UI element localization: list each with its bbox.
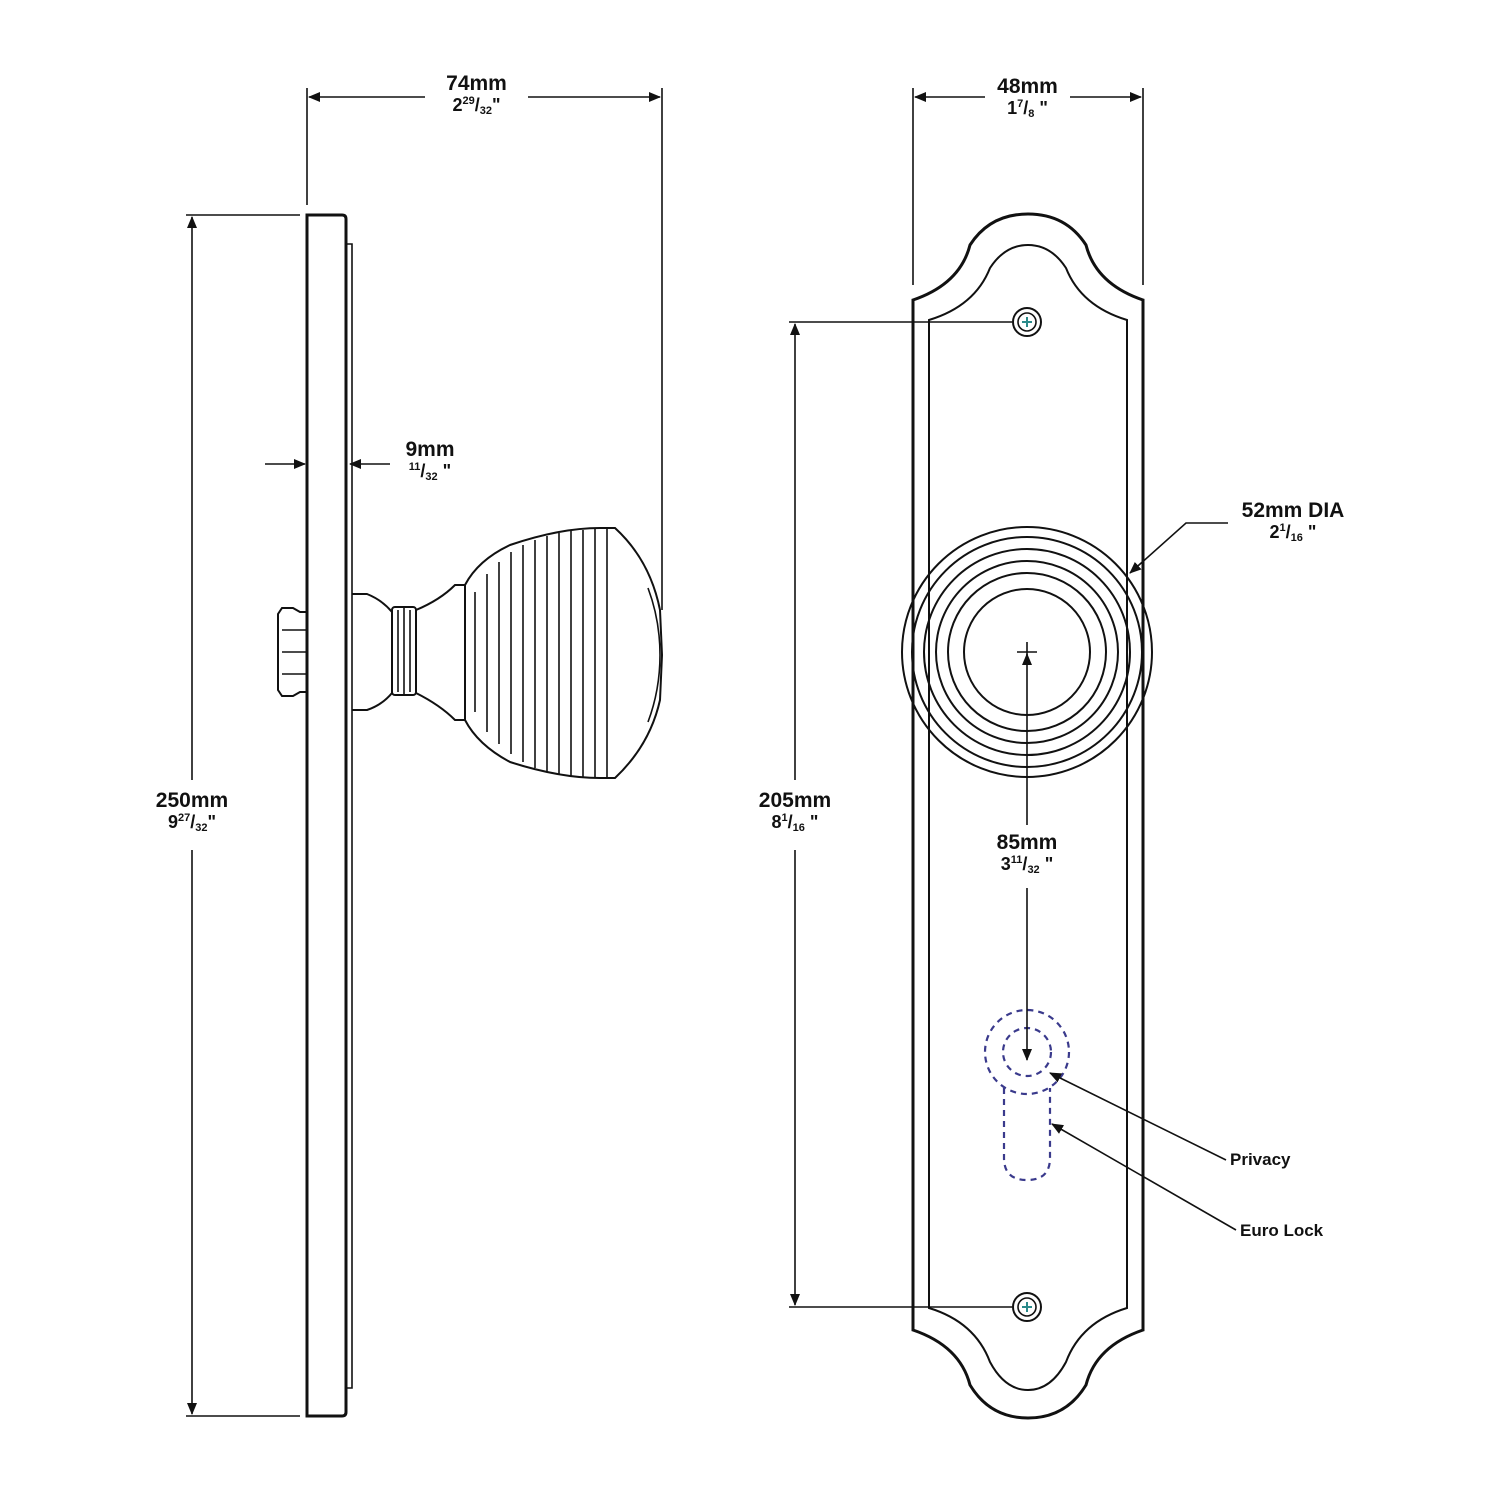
plate-width-inches: 17/8 " <box>1007 98 1048 121</box>
side-view <box>186 88 664 1418</box>
knob-diameter-mm: 52mm DIA <box>1241 499 1345 522</box>
knob-grooves <box>474 529 661 778</box>
overall-height-label: 250mm 927/32" <box>140 789 244 834</box>
beehive-knob <box>464 527 664 779</box>
leader-privacy <box>1049 1072 1227 1161</box>
plate-width-label: 48mm 17/8 " <box>985 75 1070 120</box>
overall-height-inches: 927/32" <box>167 812 217 835</box>
backset-label: 85mm 311/32 " <box>980 831 1074 877</box>
leader-euro-lock <box>1051 1123 1237 1231</box>
screw-centers-label: 205mm 81/16 " <box>745 789 845 834</box>
leader-knob-diameter <box>1129 522 1228 574</box>
front-inner-border <box>928 243 1128 1392</box>
knob-neck <box>352 593 393 711</box>
knob-diameter-inches: 21/16 " <box>1269 522 1317 545</box>
bottom-screw <box>1012 1292 1042 1322</box>
plate-thickness-mm: 9mm <box>405 438 455 461</box>
plate-thickness-label: 9mm 11/32 " <box>390 438 470 483</box>
neck-ring <box>391 606 417 696</box>
plate-thickness-inches: 11/32 " <box>408 461 452 484</box>
top-screw <box>1012 307 1042 337</box>
euro-lock-callout: Euro Lock <box>1240 1221 1324 1240</box>
backset-mm: 85mm <box>996 831 1058 854</box>
front-view <box>789 88 1237 1420</box>
plate-width-mm: 48mm <box>997 75 1058 98</box>
overall-width-inches: 229/32" <box>452 95 501 118</box>
screw-centers-mm: 205mm <box>758 789 832 812</box>
screw-centers-inches: 81/16 " <box>771 812 819 835</box>
privacy-callout: Privacy <box>1230 1150 1291 1169</box>
spindle-nut <box>277 607 307 697</box>
backset-inches: 311/32 " <box>1000 854 1054 877</box>
overall-width-mm: 74mm <box>446 72 507 95</box>
overall-height-mm: 250mm <box>155 789 229 812</box>
front-backplate <box>911 212 1145 1420</box>
side-backplate <box>305 213 348 1418</box>
knob-diameter-label: 52mm DIA 21/16 " <box>1228 499 1358 544</box>
overall-width-label: 74mm 229/32" <box>425 72 528 117</box>
